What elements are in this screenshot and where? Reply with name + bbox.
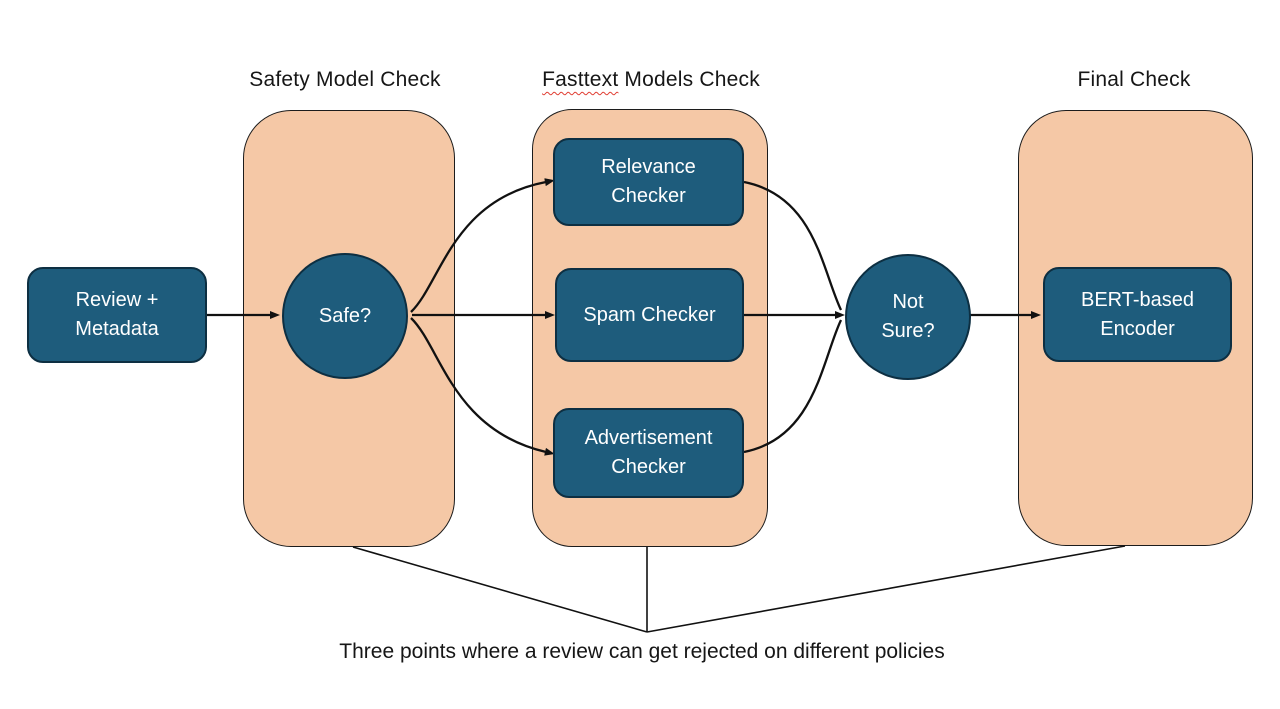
fasttext-misspelled-word: Fasttext — [542, 68, 619, 91]
bert-encoder-line2: Encoder — [1100, 317, 1175, 340]
spam-checker-label: Spam Checker — [583, 303, 716, 326]
advertisement-checker-node: Advertisement Checker — [553, 408, 744, 498]
fasttext-section-title: Fasttext Models Check — [542, 68, 760, 92]
relevance-checker-line1: Relevance — [601, 156, 696, 178]
final-section-title: Final Check — [1077, 68, 1191, 91]
safe-decision-node: Safe? — [282, 253, 408, 379]
safety-section-title: Safety Model Check — [249, 68, 441, 91]
not-sure-line2: Sure? — [881, 320, 935, 342]
review-metadata-line2: Metadata — [75, 318, 159, 340]
reject-points-caption: Three points where a review can get reje… — [339, 640, 945, 663]
curve-advertisement-to-not-sure — [743, 319, 843, 454]
reject-point-line-safety — [352, 546, 648, 633]
relevance-checker-line2: Checker — [611, 185, 686, 207]
arrow-safe-to-relevance — [410, 178, 555, 313]
review-metadata-node: Review + Metadata — [27, 267, 207, 363]
reject-point-line-final — [646, 545, 1126, 633]
advertisement-checker-line2: Checker — [611, 456, 686, 478]
fasttext-title-rest: Models Check — [618, 68, 760, 91]
bert-encoder-node: BERT-based Encoder — [1043, 267, 1232, 362]
review-metadata-line1: Review + — [75, 289, 159, 311]
bert-encoder-line1: BERT-based — [1080, 288, 1195, 311]
advertisement-checker-line1: Advertisement — [584, 427, 713, 449]
spam-checker-node: Spam Checker — [555, 268, 744, 362]
arrow-safe-to-advertisement — [410, 317, 555, 456]
safe-decision-label: Safe? — [318, 304, 372, 327]
not-sure-line1: Not — [892, 291, 924, 313]
not-sure-decision-node: Not Sure? — [845, 254, 971, 380]
curve-relevance-to-not-sure — [743, 180, 843, 311]
relevance-checker-node: Relevance Checker — [553, 138, 744, 226]
